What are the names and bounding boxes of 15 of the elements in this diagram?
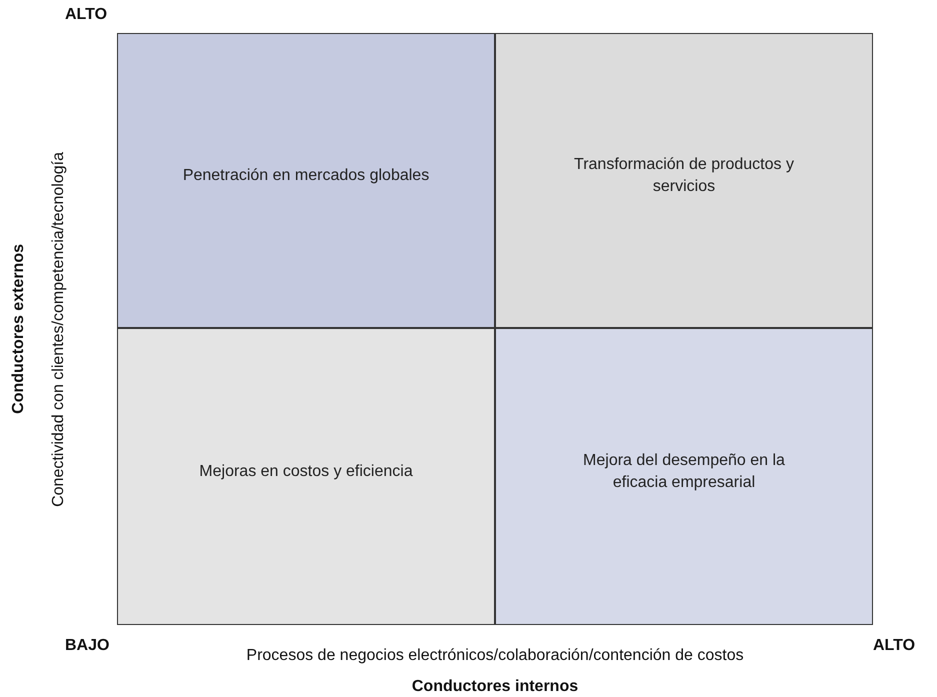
quadrant-label: Transformación de productos y servicios	[573, 154, 795, 196]
quadrant-label: Mejoras en costos y eficiencia	[198, 462, 414, 482]
quadrant-label: Mejora del desempeño en la eficacia empresarial	[582, 450, 786, 492]
quadrant-box	[495, 33, 873, 328]
axis-title: Conductores internos	[412, 678, 578, 696]
axis-high-label: ALTO	[873, 637, 916, 655]
quadrant-label: Penetración en mercados globales	[182, 166, 430, 186]
quadrant-box	[117, 328, 495, 625]
quadrant-box	[117, 33, 495, 328]
axis-description: Conectividad con clientes/competencia/tecnología	[50, 152, 68, 506]
axis-title: Conductores externos	[10, 244, 28, 414]
quadrant-box	[495, 328, 873, 625]
axis-high-label: ALTO	[65, 6, 108, 24]
axis-low-label: BAJO	[65, 637, 110, 655]
axis-description: Procesos de negocios electrónicos/colaboración/contención de costos	[246, 647, 744, 665]
